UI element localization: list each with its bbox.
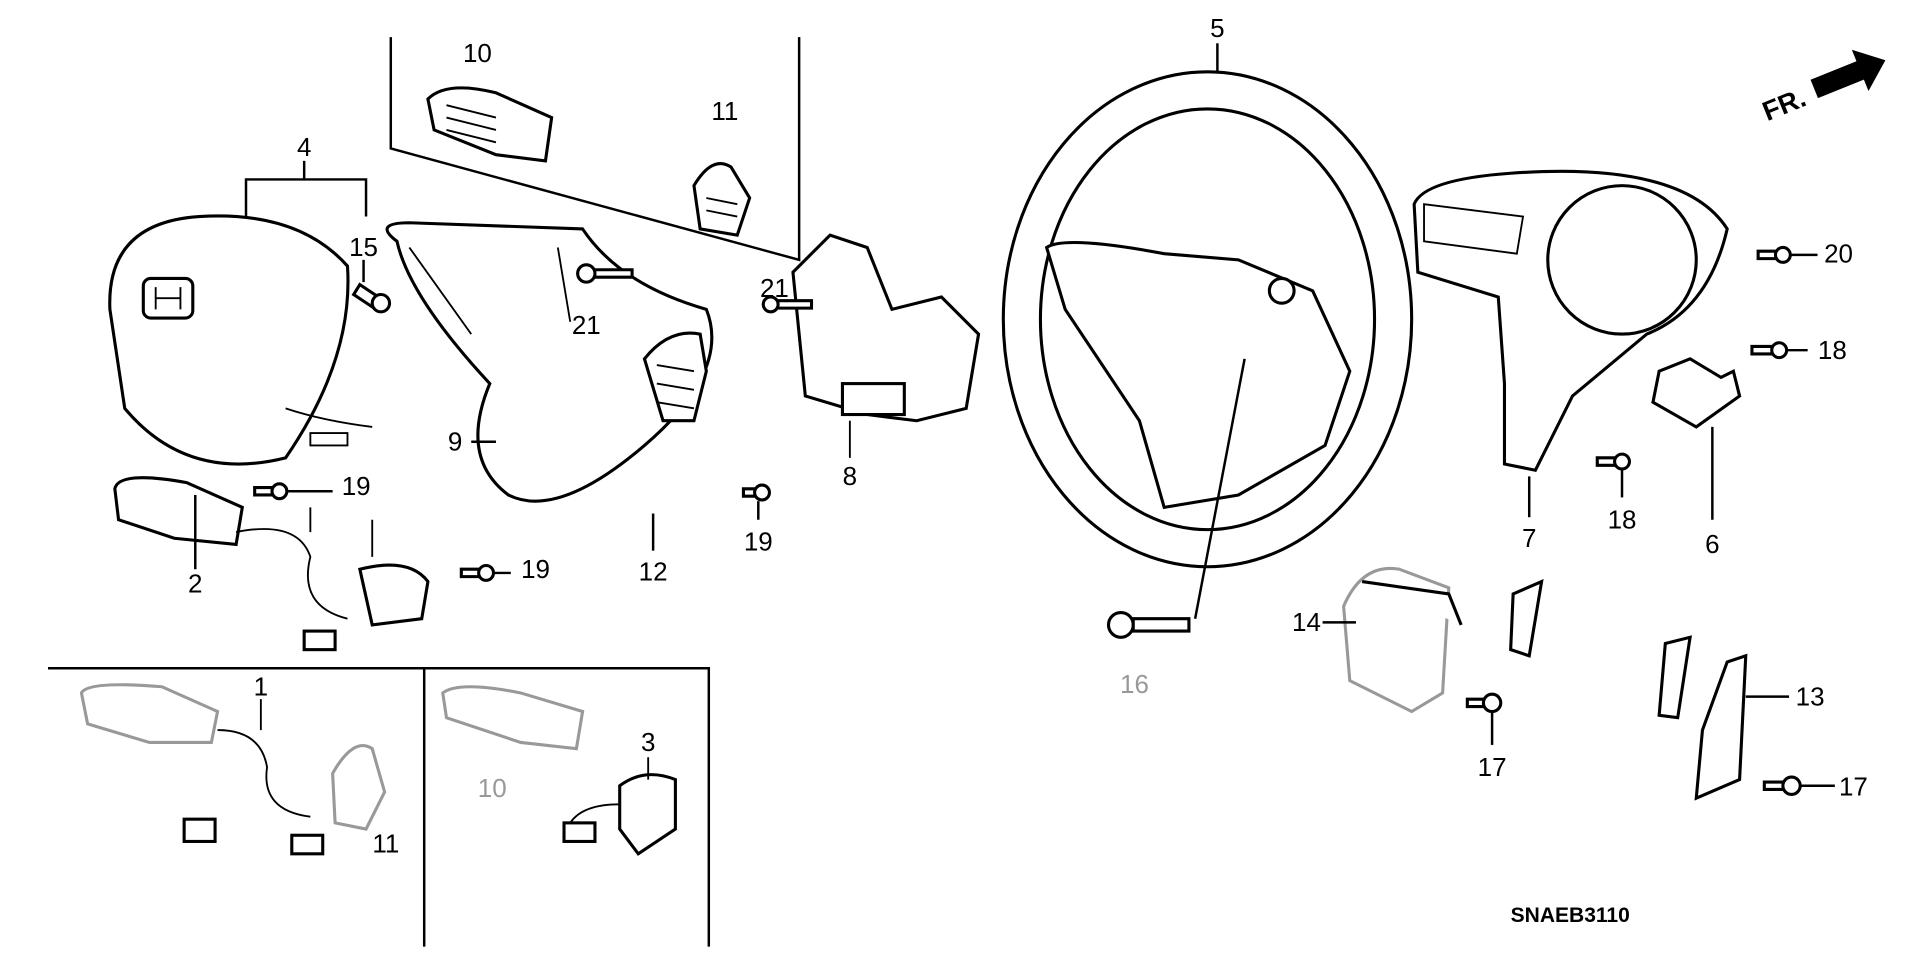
callout-14: 14 bbox=[1292, 607, 1321, 637]
callout-3: 3 bbox=[641, 727, 655, 757]
part-5-steering-wheel bbox=[1001, 43, 1414, 619]
callout-2: 2 bbox=[188, 569, 202, 599]
callout-18: 18 bbox=[1818, 335, 1847, 365]
callout-20: 20 bbox=[1824, 238, 1853, 268]
part-19-screws bbox=[253, 482, 771, 582]
part-21-bolts bbox=[576, 263, 814, 314]
callout-10: 10 bbox=[478, 773, 507, 803]
diagram-code: SNAEB3110 bbox=[1511, 904, 1630, 927]
part-6-plate bbox=[1651, 357, 1742, 520]
inset-frame-bottom bbox=[48, 666, 711, 947]
callout-17: 17 bbox=[1478, 752, 1507, 782]
part-3-switch-harness bbox=[441, 685, 677, 856]
part-7-cover bbox=[1412, 169, 1729, 518]
inset-frame-top bbox=[389, 37, 801, 262]
part-10-switch-cover bbox=[426, 86, 554, 163]
callout-17: 17 bbox=[1839, 772, 1868, 802]
callout-11: 11 bbox=[711, 96, 738, 126]
callout-13: 13 bbox=[1796, 681, 1825, 711]
callout-6: 6 bbox=[1705, 529, 1719, 559]
callout-19: 19 bbox=[342, 471, 371, 501]
callout-11: 11 bbox=[372, 829, 399, 859]
part-12-cover bbox=[642, 331, 708, 551]
part-1-switch-harness bbox=[79, 683, 387, 856]
part-15-bolt bbox=[351, 259, 392, 314]
part-8-bracket bbox=[791, 233, 981, 458]
part-17-bolts bbox=[1465, 692, 1835, 796]
direction-label: FR. bbox=[1758, 82, 1810, 127]
callout-10: 10 bbox=[463, 38, 492, 68]
part-13-paddle bbox=[1657, 635, 1790, 801]
callout-19: 19 bbox=[744, 527, 773, 557]
front-direction-arrow: FR. bbox=[1758, 49, 1886, 127]
callout-5: 5 bbox=[1210, 13, 1224, 43]
callout-4: 4 bbox=[297, 132, 311, 162]
part-18-20-screws bbox=[1595, 245, 1818, 498]
callout-21: 21 bbox=[572, 310, 601, 340]
part-11-switch-cover bbox=[692, 162, 752, 237]
part-9-rear-cover bbox=[385, 221, 714, 503]
part-2-switch bbox=[113, 476, 430, 652]
callout-15: 15 bbox=[349, 232, 378, 262]
callout-8: 8 bbox=[843, 461, 857, 491]
part-4-airbag bbox=[108, 160, 373, 466]
callout-1: 1 bbox=[254, 671, 268, 701]
callout-21: 21 bbox=[760, 273, 789, 303]
part-16-bolt bbox=[1106, 610, 1191, 639]
callout-18: 18 bbox=[1608, 504, 1637, 534]
callout-16: 16 bbox=[1120, 669, 1149, 699]
part-14-paddle bbox=[1322, 566, 1544, 714]
callout-9: 9 bbox=[448, 426, 462, 456]
callout-7: 7 bbox=[1522, 523, 1536, 553]
callout-12: 12 bbox=[639, 556, 668, 586]
callout-19: 19 bbox=[521, 554, 550, 584]
